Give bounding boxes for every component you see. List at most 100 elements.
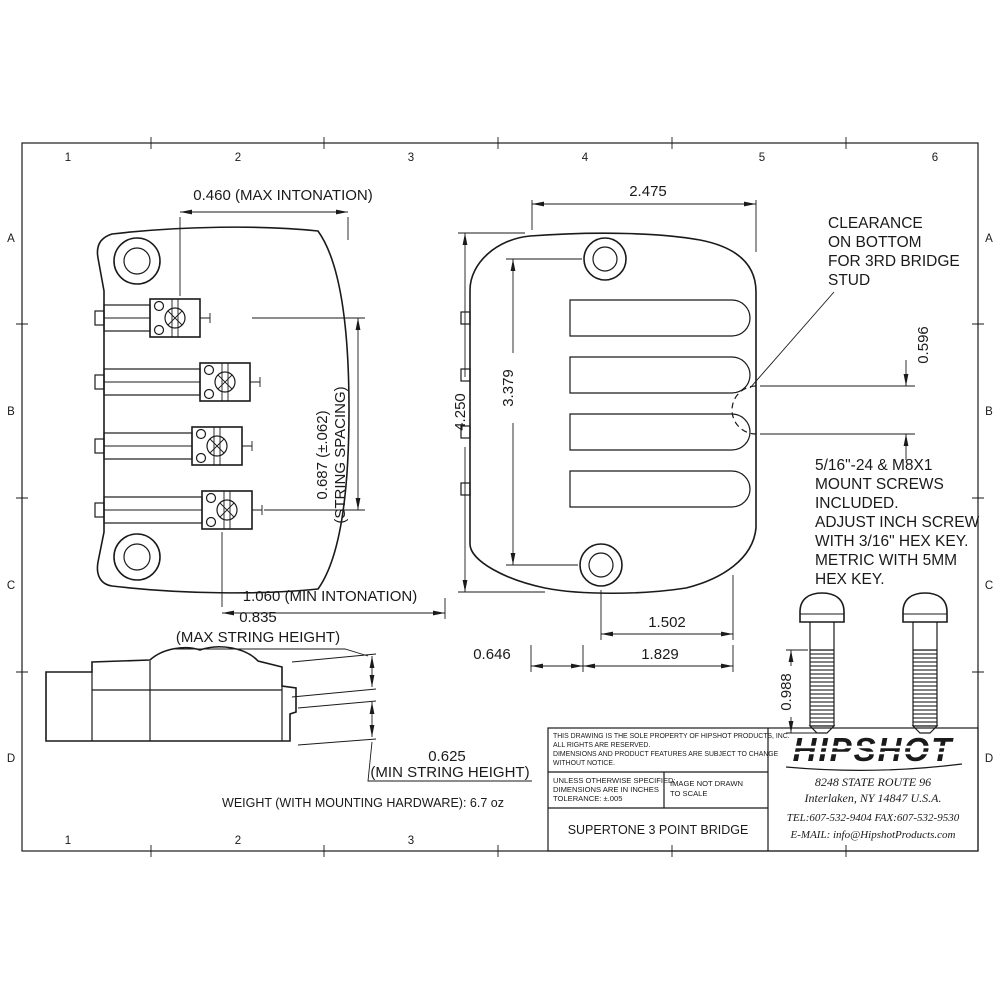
note-mount-line-6: METRIC WITH 5MM <box>815 552 957 569</box>
zone-top-6: 6 <box>932 152 938 164</box>
dimension-stud-spacing: 1.829 <box>582 645 734 672</box>
dim-stud-clearance-label: 0.596 <box>915 326 932 364</box>
title-block: THIS DRAWING IS THE SOLE PROPERTY OF HIP… <box>547 727 979 852</box>
dim-string-spacing-value: 0.687 (±.062) <box>314 410 331 499</box>
note-mount-line-1: 5/16"-24 & M8X1 <box>815 457 933 474</box>
note-mount-line-5: WITH 3/16" HEX KEY. <box>815 533 968 550</box>
zone-left-d: D <box>7 753 15 765</box>
dim-max-intonation-label: 0.460 (MAX INTONATION) <box>193 187 372 204</box>
dimension-plate-width: 2.475 <box>531 183 757 252</box>
note-mount-line-2: MOUNT SCREWS <box>815 476 944 493</box>
zone-top-3: 3 <box>408 152 414 164</box>
dimension-min-string-height: 0.625 (MIN STRING HEIGHT) <box>297 700 532 782</box>
note-clearance-line-1: CLEARANCE <box>828 215 923 232</box>
dimension-min-intonation: 1.060 (MIN INTONATION) <box>221 532 446 619</box>
saddle-assembly-1 <box>103 298 211 338</box>
logo-underline-swoosh <box>785 763 963 771</box>
zone-bottom-2: 2 <box>235 835 241 847</box>
hipshot-logo: HIPSHOT <box>782 731 964 771</box>
title-block-address: 8248 STATE ROUTE 96 Interlaken, NY 14847… <box>787 775 960 841</box>
address-line-2: Interlaken, NY 14847 U.S.A. <box>804 791 942 805</box>
legal-line-4: WITHOUT NOTICE. <box>553 760 615 767</box>
dim-hole-to-edge-label: 1.502 <box>648 614 686 631</box>
spec-line-2: DIMENSIONS ARE IN INCHES <box>553 785 659 794</box>
dimension-edge-offset: 0.646 <box>473 645 583 672</box>
dimension-overall-length: 4.250 <box>452 232 545 593</box>
mount-screw-inch <box>799 592 845 734</box>
spec-line-3: TOLERANCE: ±.005 <box>553 794 622 803</box>
dimension-hole-to-edge: 1.502 <box>600 575 734 640</box>
dim-overall-length-label: 4.250 <box>452 393 469 431</box>
note-mount-line-3: INCLUDED. <box>815 495 899 512</box>
view-bridge-plate <box>460 232 757 595</box>
zone-top-2: 2 <box>235 152 241 164</box>
dimension-screw-length: 0.988 <box>778 649 817 734</box>
dim-screw-length-label: 0.988 <box>778 673 795 711</box>
dim-plate-width-label: 2.475 <box>629 183 667 200</box>
note-mount-screws: 5/16"-24 & M8X1 MOUNT SCREWS INCLUDED. A… <box>815 457 980 588</box>
zone-left-c: C <box>7 580 15 592</box>
note-clearance-line-2: ON BOTTOM <box>828 234 922 251</box>
zone-right-b: B <box>985 406 993 418</box>
title-block-legal: THIS DRAWING IS THE SOLE PROPERTY OF HIP… <box>553 733 790 767</box>
plate-hole-top <box>583 237 627 281</box>
zone-right-a: A <box>985 233 993 245</box>
dim-string-spacing-label: (STRING SPACING) <box>332 386 349 523</box>
view-mount-screws <box>799 592 948 734</box>
zone-left-a: A <box>7 233 15 245</box>
logo-text: HIPSHOT <box>793 731 955 768</box>
zone-top-5: 5 <box>759 152 765 164</box>
string-anchor-tabs <box>94 310 105 518</box>
address-line-1: 8248 STATE ROUTE 96 <box>815 775 931 789</box>
dim-min-string-height-value: 0.625 <box>428 748 466 765</box>
drawing-title: SUPERTONE 3 POINT BRIDGE <box>568 823 749 837</box>
spec-line-1: UNLESS OTHERWISE SPECIFIED: <box>553 776 676 785</box>
note-weight: WEIGHT (WITH MOUNTING HARDWARE): 6.7 oz <box>222 796 504 810</box>
mounting-hole-top <box>113 237 161 285</box>
zone-labels: 1 2 3 4 5 6 1 2 3 A B C D A B C D <box>7 152 993 847</box>
clearance-leader-line <box>749 291 835 389</box>
note-mount-line-7: HEX KEY. <box>815 571 885 588</box>
plate-edge-tabs <box>460 311 471 496</box>
zone-top-4: 4 <box>582 152 589 164</box>
view-bridge-top <box>94 226 350 594</box>
dimension-hole-span: 3.379 <box>500 258 582 566</box>
title-block-scale-note: IMAGE NOT DRAWN TO SCALE <box>670 779 743 798</box>
dimension-stud-clearance: 0.596 <box>760 326 932 460</box>
zone-bottom-3: 3 <box>408 835 414 847</box>
dim-max-string-height-label: (MAX STRING HEIGHT) <box>176 629 340 646</box>
legal-line-1: THIS DRAWING IS THE SOLE PROPERTY OF HIP… <box>553 733 790 740</box>
scale-line-1: IMAGE NOT DRAWN <box>670 779 743 788</box>
contact-line-2: E-MAIL: info@HipshotProducts.com <box>790 829 956 841</box>
saddle-assembly-2 <box>103 362 261 402</box>
note-clearance-line-3: FOR 3RD BRIDGE <box>828 253 960 270</box>
saddle-assembly-3 <box>103 426 253 466</box>
note-clearance-line-4: STUD <box>828 272 870 289</box>
dimension-max-string-height: 0.835 (MAX STRING HEIGHT) <box>172 609 377 698</box>
saddle-assembly-4 <box>103 490 263 530</box>
dimension-max-intonation: 0.460 (MAX INTONATION) <box>179 187 373 296</box>
title-block-specs: UNLESS OTHERWISE SPECIFIED: DIMENSIONS A… <box>553 776 676 803</box>
dimension-string-spacing: 0.687 (±.062) (STRING SPACING) <box>252 317 365 524</box>
string-slots <box>569 299 751 508</box>
zone-top-1: 1 <box>65 152 71 164</box>
dim-min-intonation-label: 1.060 (MIN INTONATION) <box>243 588 417 605</box>
zone-bottom-1: 1 <box>65 835 71 847</box>
dim-hole-span-label: 3.379 <box>500 369 517 407</box>
view-bridge-side <box>45 646 297 742</box>
sheet-border <box>16 137 984 857</box>
dim-min-string-height-label: (MIN STRING HEIGHT) <box>370 764 529 781</box>
zone-right-c: C <box>985 580 993 592</box>
note-clearance: CLEARANCE ON BOTTOM FOR 3RD BRIDGE STUD <box>749 215 960 389</box>
legal-line-3: DIMENSIONS AND PRODUCT FEATURES ARE SUBJ… <box>553 751 779 758</box>
mount-screw-metric <box>902 592 948 734</box>
dim-edge-offset-label: 0.646 <box>473 646 511 663</box>
dim-max-string-height-value: 0.835 <box>239 609 277 626</box>
plate-hole-bottom <box>579 543 623 587</box>
zone-left-b: B <box>7 406 15 418</box>
note-mount-line-4: ADJUST INCH SCREW <box>815 514 980 531</box>
legal-line-2: ALL RIGHTS ARE RESERVED. <box>553 742 650 749</box>
contact-line-1: TEL:607-532-9404 FAX:607-532-9530 <box>787 812 960 824</box>
